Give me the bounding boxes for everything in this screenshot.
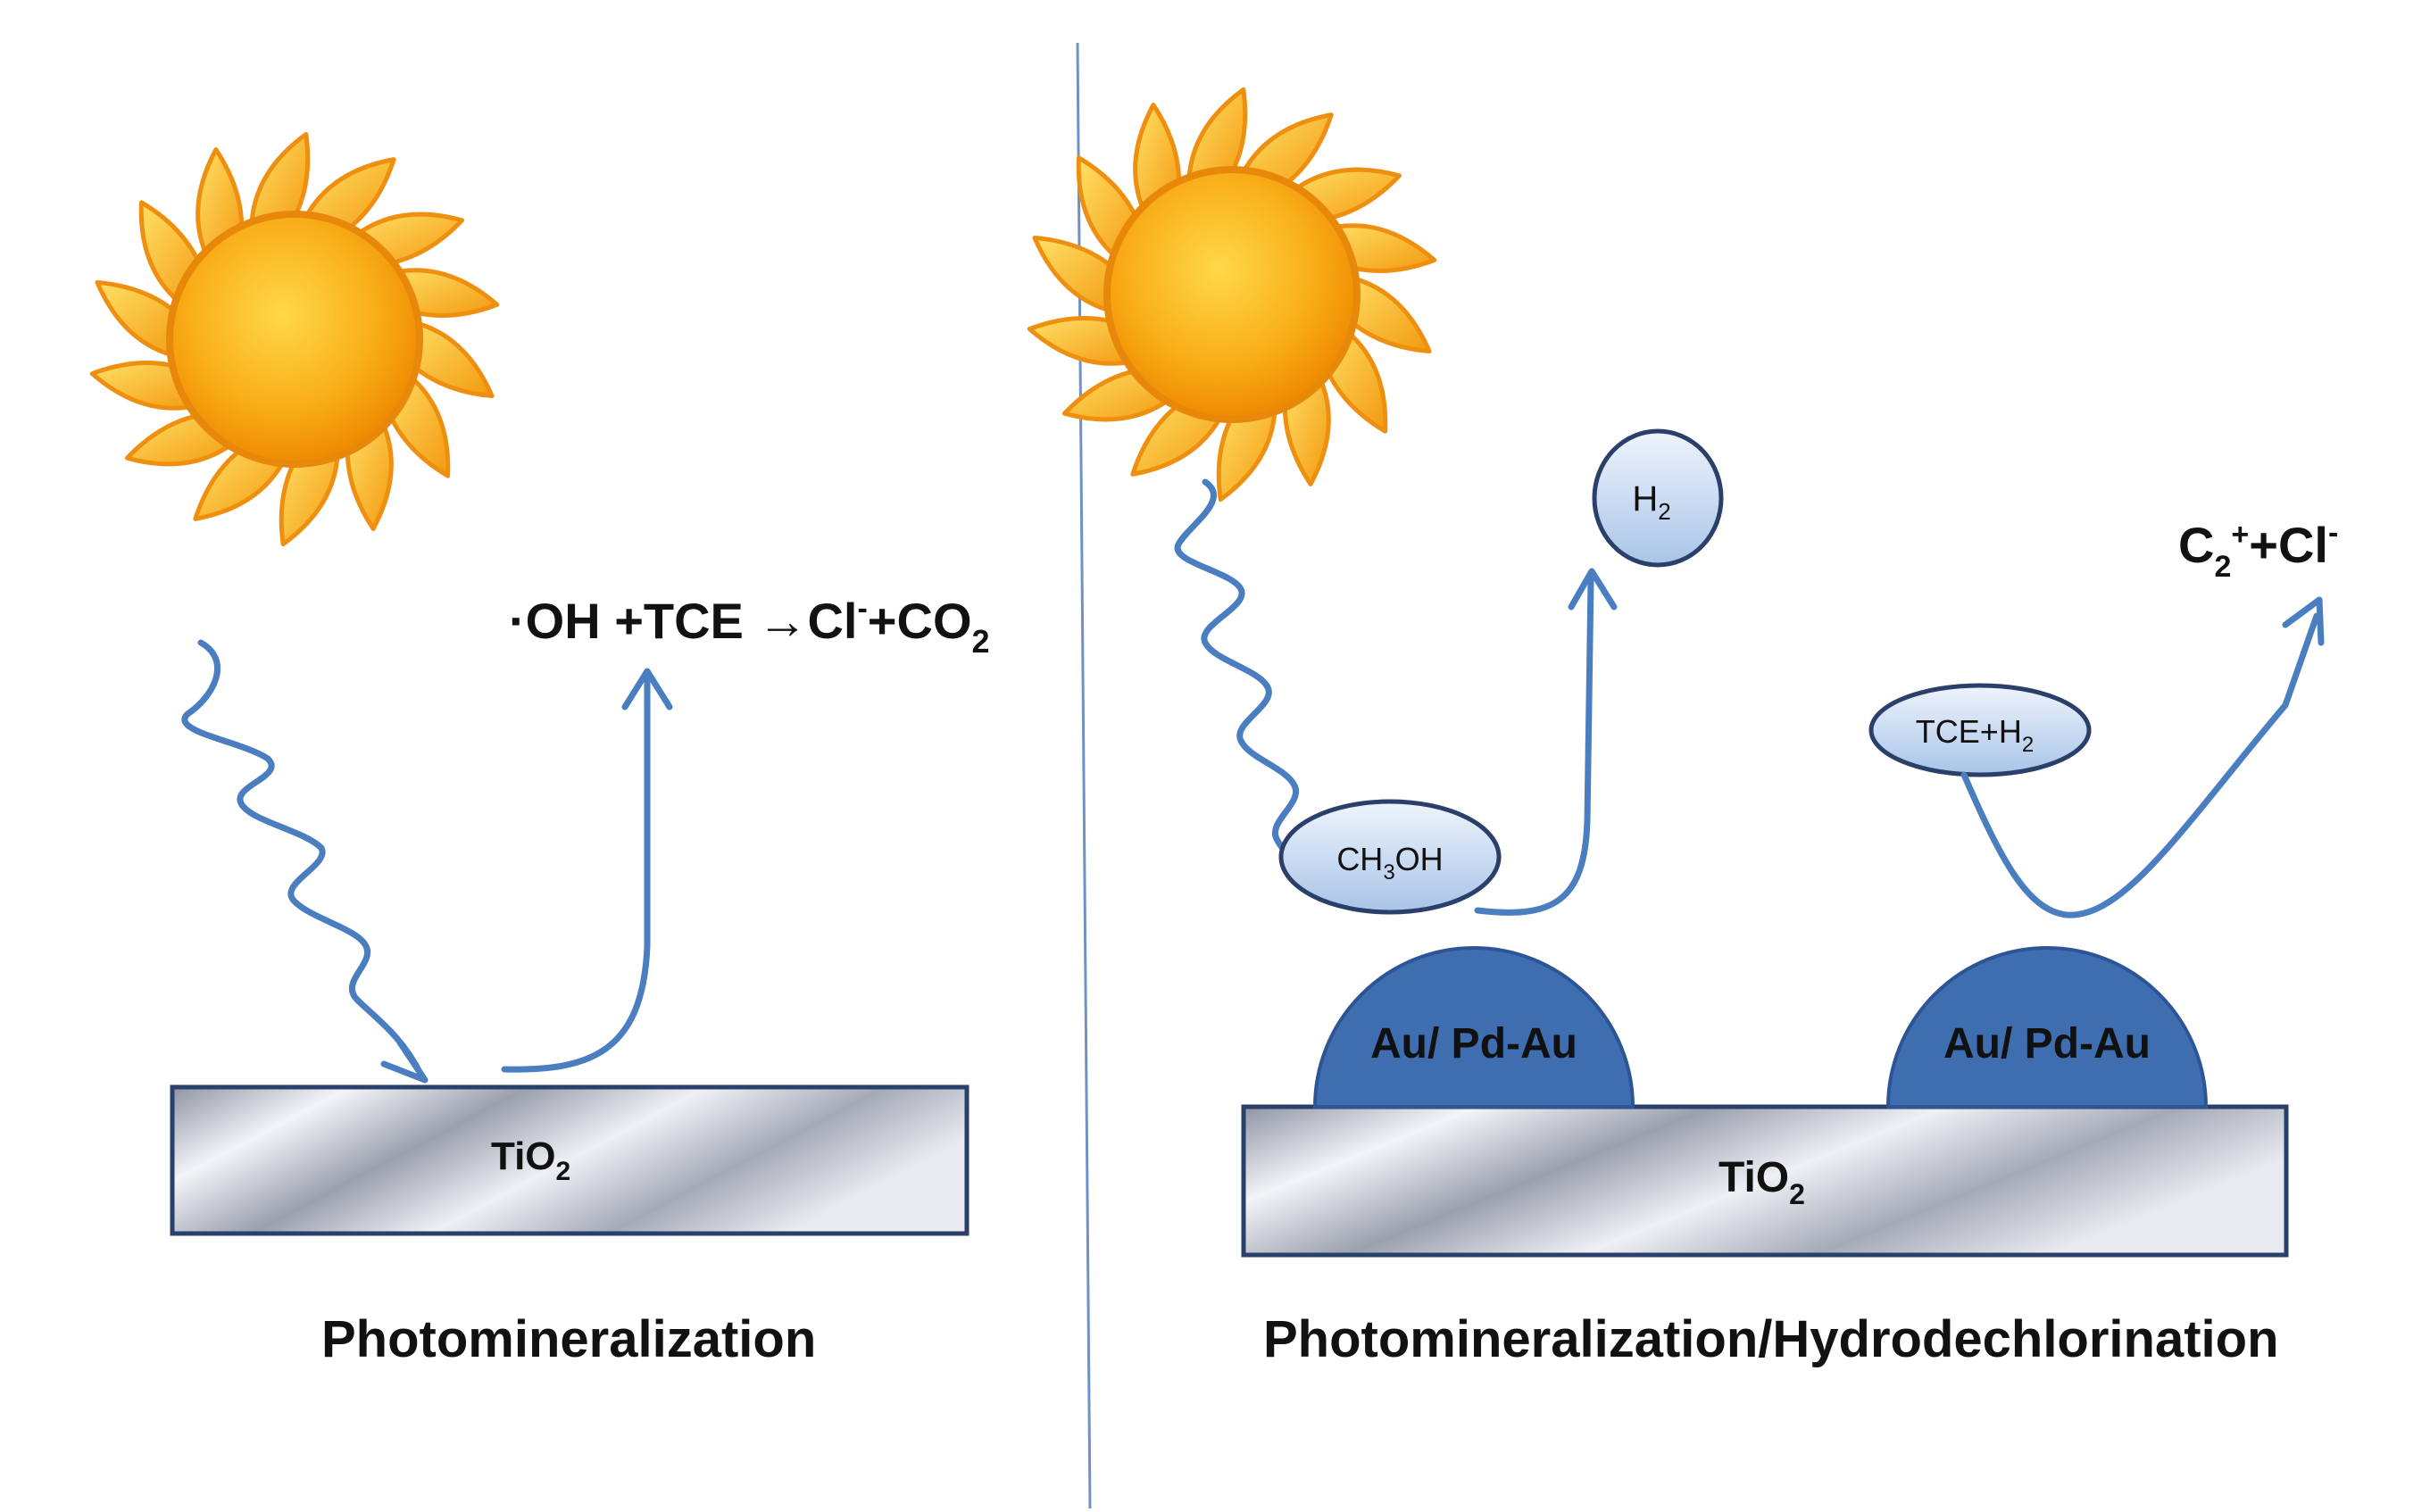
tio2-label-right: TiO2 [1718, 1154, 1805, 1210]
sun-icon [89, 131, 500, 547]
caption-left: Photomineralization [321, 1310, 816, 1368]
product-arrowhead-left [621, 668, 673, 710]
particle-label-1: Au/ Pd-Au [1370, 1020, 1577, 1068]
sun-ray [95, 279, 187, 361]
reaction-equation-left: ·OH +TCE →Cl-+CO2 [509, 592, 990, 660]
tio2-substrate-right [1241, 1104, 2289, 1258]
methanol-label: CH3OH [1336, 841, 1443, 885]
tce-h2-bubble [1868, 683, 2092, 777]
products-arrow [1960, 612, 2320, 918]
h2-arrow [1474, 577, 1594, 916]
tio2-substrate-left [170, 1084, 970, 1236]
light-wave-right [1174, 478, 1329, 896]
hydrogen-bubble [1592, 428, 1724, 568]
products-label: C2++Cl- [2178, 516, 2338, 584]
sun-icon [1027, 87, 1437, 503]
tio2-label-left: TiO2 [491, 1134, 570, 1186]
product-arrow-left [501, 675, 651, 1073]
tce-h2-label: TCE+H2 [1916, 713, 2034, 757]
sun-ray [1339, 273, 1432, 354]
sun-ray [1032, 235, 1125, 316]
methanol-bubble [1278, 799, 1502, 915]
hydrogen-label: H2 [1632, 479, 1670, 525]
h2-arrowhead [1568, 568, 1618, 611]
products-arrowhead [2282, 596, 2325, 646]
au-pd-particle-1 [1312, 946, 1635, 1109]
light-arrowhead-left [380, 1039, 429, 1084]
au-pd-particle-2 [1885, 946, 2209, 1109]
sun-ray [402, 318, 495, 399]
light-wave-left [181, 639, 425, 1079]
caption-right: Photomineralization/Hydrodechlorination [1263, 1310, 2279, 1368]
particle-label-2: Au/ Pd-Au [1943, 1020, 2151, 1068]
